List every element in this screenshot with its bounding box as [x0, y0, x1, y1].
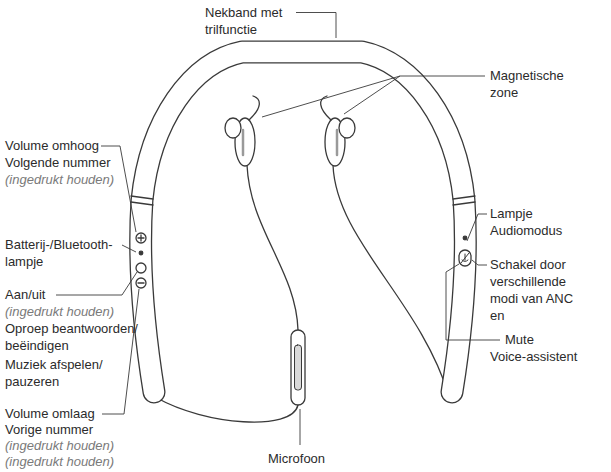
callout-label: (ingedrukt houden) — [5, 437, 114, 454]
callout-label: Volume omlaag — [5, 405, 95, 422]
callout-label: Mute — [505, 331, 534, 348]
leader-line — [467, 214, 487, 241]
leader-line — [122, 245, 136, 252]
callout-label: Voice-assistent — [490, 348, 577, 365]
right-magnet-zone — [336, 130, 339, 155]
callout-label: Schakel door verschillende modi van ANC … — [490, 256, 582, 324]
leader-line — [56, 272, 137, 295]
neckband-joint — [131, 196, 475, 205]
leader-line — [472, 260, 487, 265]
callout-label: (ingedrukt houden) — [5, 453, 114, 470]
mic-mute-symbol — [461, 253, 469, 263]
leader-line — [262, 76, 485, 117]
cable — [247, 165, 298, 330]
right-eartip — [339, 118, 355, 138]
callout-label: Microfoon — [268, 450, 325, 467]
callout-label: Aan/uit — [5, 286, 45, 303]
callout-label: Nekband met trilfunctie — [205, 4, 290, 38]
plus-symbol — [138, 235, 144, 241]
leader-line — [300, 409, 301, 445]
callout-label: Muziek afspelen/ pauzeren — [5, 356, 150, 390]
minus-symbol — [138, 282, 144, 283]
callout-label: (ingedrukt houden) — [5, 171, 114, 188]
battery-led — [139, 251, 143, 255]
cable — [333, 165, 449, 396]
audio-mode-led — [463, 236, 467, 240]
callout-label: Volgende nummer — [5, 154, 111, 171]
button-mute — [459, 250, 471, 266]
button-power — [136, 263, 146, 273]
button-volume-down — [136, 278, 146, 288]
callout-label: (ingedrukt houden) — [5, 303, 114, 320]
button-volume-up — [136, 233, 146, 243]
microphone-grille — [295, 345, 302, 390]
right-wing — [321, 96, 331, 120]
left-eartip — [225, 118, 241, 138]
callout-label: Vorige nummer — [5, 421, 93, 438]
callout-label: Lampje Audiomodus — [490, 205, 575, 239]
leader-line — [296, 13, 336, 39]
callout-label: Volume omhoog — [5, 137, 99, 154]
cable — [157, 398, 298, 422]
callout-label: Batterij-/Bluetooth- lampje — [5, 236, 140, 270]
microphone-pod — [291, 330, 305, 405]
left-wing — [249, 96, 259, 120]
callout-label: Magnetische zone — [490, 67, 575, 101]
left-magnet-zone — [242, 130, 245, 155]
callout-label: Oproep beantwoorden/ beëindigen — [5, 320, 150, 354]
